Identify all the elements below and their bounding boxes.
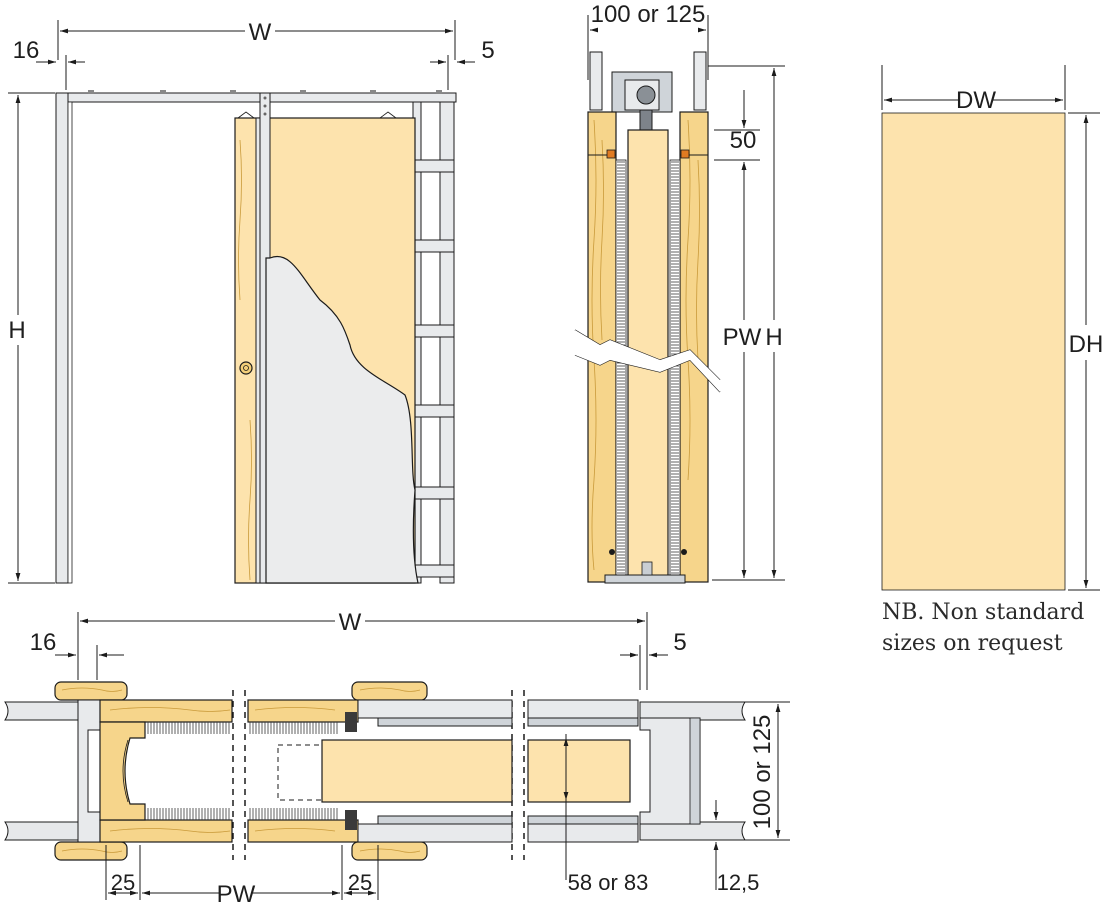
leaf-width-label: DW [956,87,996,114]
front-elevation-view: W 16 5 H [8,19,495,584]
section-top-gap-label: 50 [730,127,757,154]
plan-left-offset-label: 16 [30,629,57,656]
door-handle-icon [239,361,253,375]
door-leaf-rect [881,112,1066,591]
section-height-label: H [765,324,782,351]
section-depth-label: 100 or 125 [591,1,706,28]
vertical-section-view: 100 or 125 [574,1,785,584]
plan-right-offset-label: 5 [673,629,686,656]
plan-door-leaf [321,739,513,803]
plan-depth-label: 100 or 125 [749,715,776,830]
plan-section-view: W 16 5 [4,609,790,905]
door-leaf-view: DW DH NB. Non standard sizes on request [881,65,1104,656]
front-height-label: H [8,317,25,344]
front-right-offset-label: 5 [481,37,494,64]
plan-board-label: 12,5 [717,870,760,895]
note-line-2: sizes on request [882,631,1063,656]
plan-jamb-right-label: 25 [348,870,372,895]
note-line-1: NB. Non standard [882,600,1084,625]
plaster-cutaway [265,255,419,584]
front-left-offset-label: 16 [13,37,40,64]
section-passage-label: PW [723,324,762,351]
plan-passage-label: PW [217,881,256,905]
front-width-label: W [249,19,272,46]
leaf-height-label: DH [1069,331,1104,358]
plan-leaf-thickness-label: 58 or 83 [568,870,649,895]
plan-width-label: W [339,609,362,636]
plan-jamb-left-label: 25 [111,870,135,895]
